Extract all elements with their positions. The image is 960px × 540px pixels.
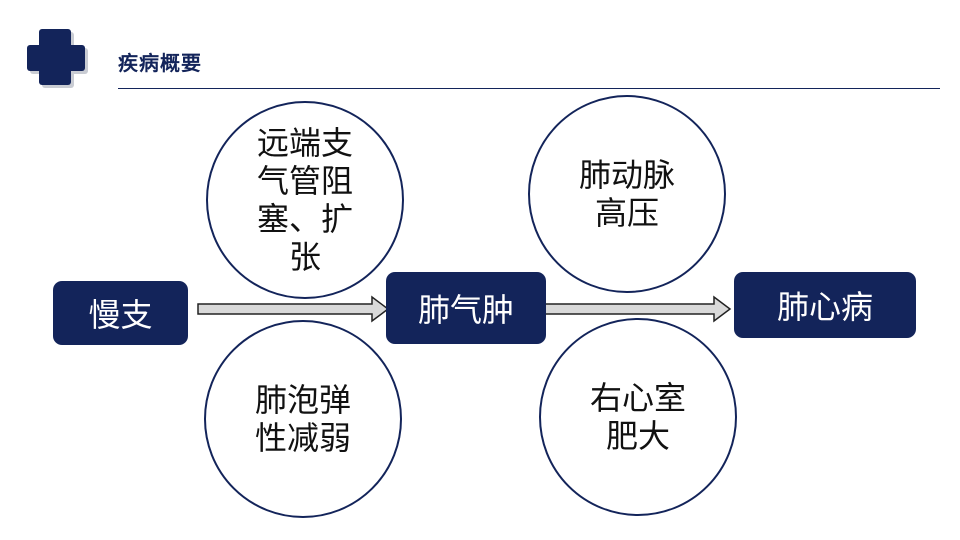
flow-arrow-2 (541, 295, 732, 323)
circle-text-line: 肥大 (605, 417, 670, 455)
node-emphysema: 肺气肿 (386, 272, 546, 344)
header-divider (118, 88, 940, 89)
medical-cross-icon (27, 29, 88, 88)
cause-circle-right-ventricle: 右心室 肥大 (539, 318, 737, 516)
circle-text-line: 高压 (594, 194, 659, 232)
circle-text-line: 右心室 (589, 379, 686, 417)
circle-text-line: 远端支 (256, 124, 353, 162)
circle-text-line: 性减弱 (254, 419, 351, 457)
cause-circle-alveolar-elasticity: 肺泡弹 性减弱 (204, 320, 402, 518)
flow-arrow-1 (197, 295, 390, 323)
node-chronic-bronchitis: 慢支 (53, 281, 188, 345)
circle-text-line: 肺泡弹 (254, 381, 351, 419)
cause-circle-airway-obstruction: 远端支 气管阻 塞、扩 张 (206, 101, 404, 299)
circle-text-line: 气管阻 (256, 162, 353, 200)
page-title: 疾病概要 (118, 51, 202, 75)
cause-circle-pulmonary-hypertension: 肺动脉 高压 (528, 95, 726, 293)
circle-text-line: 肺动脉 (578, 156, 675, 194)
circle-text-line: 塞、扩 (256, 200, 353, 238)
circle-text-line: 张 (288, 238, 321, 276)
node-cor-pulmonale: 肺心病 (734, 272, 916, 338)
